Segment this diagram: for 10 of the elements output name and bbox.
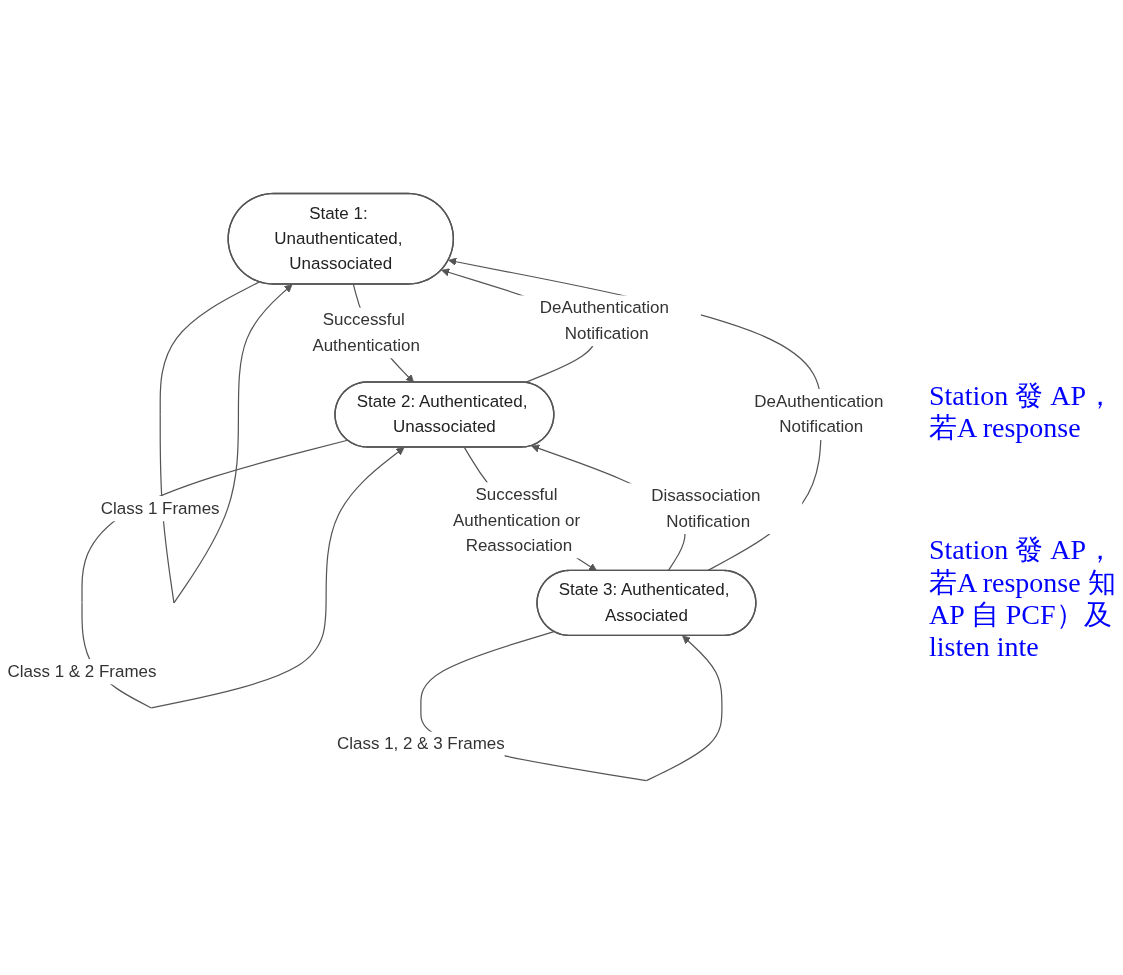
edge-label: DeAuthentication Notification [754,392,884,437]
note-text: Station 發 AP，若A response 知 AP 自 PCF）及 listen inte [929,534,1117,664]
edge-label: Class 1, 2 & 3 Frames [337,734,505,754]
note-text: Station 發 AP，若A response [929,380,1116,445]
edge-label: Successful Authentication or Reassociation [452,485,581,556]
edge-label: Successful Authentication [312,310,420,356]
edge-label: Class 1 & 2 Frames [7,662,157,681]
edge-label: DeAuthentication Notification [539,298,669,343]
edge-label: Disassociation Notification [651,486,761,531]
edge-label: Class 1 Frames [100,499,220,518]
